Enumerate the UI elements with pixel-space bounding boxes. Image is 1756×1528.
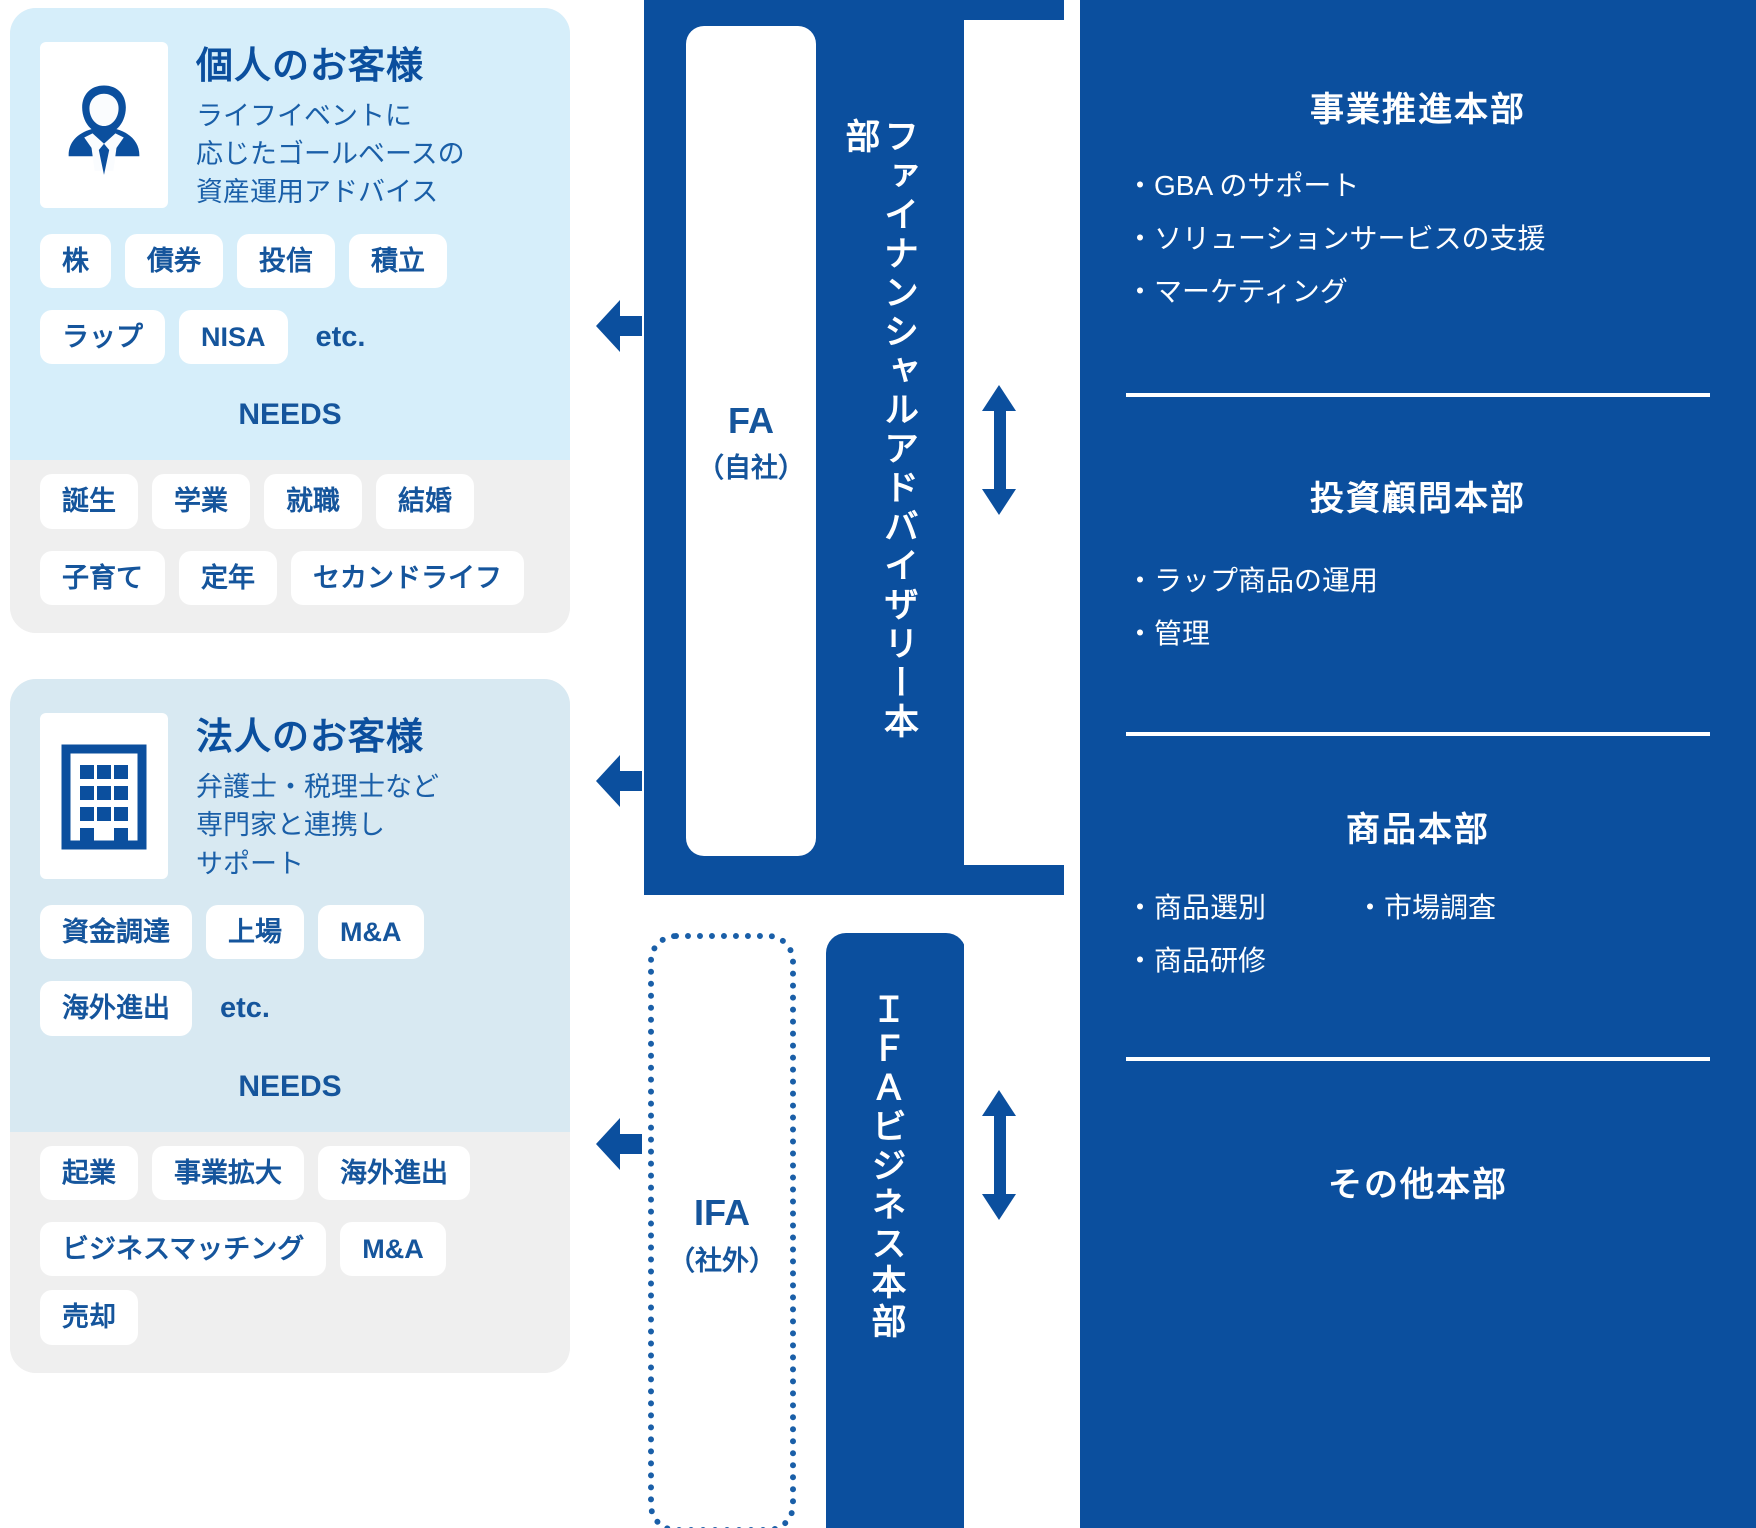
hq-section-investment-advisory: 投資顧問本部 ・ラップ商品の運用 ・管理	[1080, 397, 1756, 660]
service-tag[interactable]: 株	[40, 233, 111, 289]
needs-label: NEEDS	[238, 398, 342, 432]
customer-card-corporate: 法人のお客様 弁護士・税理士など 専門家と連携し サポート 資金調達 上場 M&…	[10, 679, 570, 1373]
etc-label: etc.	[315, 320, 366, 353]
hq-bullet: ・商品研修	[1126, 945, 1267, 977]
needs-tag[interactable]: 子育て	[40, 550, 165, 606]
hq-bullet: ・管理	[1126, 617, 1211, 649]
needs-tag[interactable]: セカンドライフ	[291, 550, 524, 606]
customer-card-header: 法人のお客様 弁護士・税理士など 専門家と連携し サポート 資金調達 上場 M&…	[10, 679, 570, 1132]
ifa-box[interactable]: IFA （社外）	[648, 933, 796, 1528]
needs-label: NEEDS	[238, 1069, 342, 1103]
fa-division-panel: FA （自社） ファイナンシャルアドバイザリー本部	[644, 0, 964, 895]
person-avatar-icon	[40, 42, 168, 208]
hq-bullet-list: ・商品選別 ・商品研修 ・市場調査	[1126, 881, 1710, 987]
service-tag-row-2: 海外進出 etc.	[40, 981, 540, 1036]
fa-connector-spine	[964, 0, 1064, 895]
hq-section-other: その他本部	[1080, 1061, 1756, 1206]
fa-sublabel: （自社）	[697, 452, 805, 483]
double-arrow-ifa-to-hq-icon	[982, 1090, 1016, 1220]
service-tag[interactable]: 積立	[349, 233, 447, 289]
customer-column: 個人のお客様 ライフイベントに 応じたゴールベースの 資産運用アドバイス 株 債…	[10, 8, 570, 1373]
needs-tag[interactable]: 定年	[179, 550, 277, 606]
service-tag[interactable]: 投信	[237, 233, 335, 289]
hq-section-business-promotion: 事業推進本部 ・GBA のサポート ・ソリューションサービスの支援 ・マーケティ…	[1080, 0, 1756, 319]
service-tag[interactable]: 上場	[206, 904, 304, 960]
hq-bullet-list: ・GBA のサポート ・ソリューションサービスの支援 ・マーケティング	[1126, 159, 1710, 319]
hq-section-products: 商品本部 ・商品選別 ・商品研修 ・市場調査	[1080, 736, 1756, 987]
needs-band: 誕生 学業 就職 結婚 子育て 定年 セカンドライフ	[10, 460, 570, 634]
hq-title: 事業推進本部	[1310, 91, 1526, 129]
ifa-connector-spine	[964, 933, 1064, 1528]
fa-label: FA	[727, 400, 774, 442]
hq-bullet-list: ・ラップ商品の運用 ・管理	[1126, 554, 1710, 660]
customer-card-description: 弁護士・税理士など 専門家と連携し サポート	[196, 771, 439, 879]
double-arrow-fa-to-hq-icon	[982, 385, 1016, 515]
customer-card-individual: 個人のお客様 ライフイベントに 応じたゴールベースの 資産運用アドバイス 株 債…	[10, 8, 570, 634]
needs-tag[interactable]: 起業	[40, 1145, 138, 1201]
needs-tag[interactable]: 学業	[152, 474, 250, 529]
service-tag[interactable]: ラップ	[40, 310, 165, 365]
needs-tag-row-1: 起業 事業拡大 海外進出	[40, 1145, 540, 1201]
customer-card-title: 法人のお客様	[196, 716, 424, 758]
needs-tag-row-2: ビジネスマッチング M&A 売却	[40, 1222, 540, 1345]
hq-bullet: ・マーケティング	[1126, 276, 1348, 308]
needs-tag-row-1: 誕生 学業 就職 結婚	[40, 474, 540, 529]
hq-bullet: ・商品選別	[1126, 891, 1267, 923]
ifa-division-panel: ＩＦＡビジネス本部	[826, 933, 966, 1528]
customer-card-description: ライフイベントに 応じたゴールベースの 資産運用アドバイス	[196, 100, 465, 208]
hq-bullet: ・ソリューションサービスの支援	[1126, 223, 1546, 255]
ifa-sublabel: （社外）	[668, 1245, 776, 1276]
fa-box[interactable]: FA （自社）	[686, 26, 816, 856]
needs-band: 起業 事業拡大 海外進出 ビジネスマッチング M&A 売却	[10, 1131, 570, 1373]
hq-title: その他本部	[1328, 1166, 1508, 1205]
hq-title: 商品本部	[1346, 810, 1490, 849]
arrow-left-to-corporate-icon	[596, 755, 642, 807]
needs-tag[interactable]: ビジネスマッチング	[40, 1222, 327, 1277]
customer-card-header: 個人のお客様 ライフイベントに 応じたゴールベースの 資産運用アドバイス 株 債…	[10, 8, 570, 461]
service-tag-row-2: ラップ NISA etc.	[40, 310, 540, 365]
needs-tag[interactable]: M&A	[340, 1222, 446, 1277]
service-tag[interactable]: 資金調達	[40, 904, 192, 960]
etc-label: etc.	[220, 991, 270, 1024]
service-tag-row-1: 資金調達 上場 M&A	[40, 904, 540, 960]
hq-title: 投資顧問本部	[1310, 479, 1526, 518]
arrow-left-to-individual-icon	[596, 300, 642, 352]
needs-tag[interactable]: 事業拡大	[152, 1145, 304, 1201]
building-icon	[40, 713, 168, 880]
hq-bullet: ・市場調査	[1356, 891, 1497, 923]
headquarters-panel: 事業推進本部 ・GBA のサポート ・ソリューションサービスの支援 ・マーケティ…	[1080, 0, 1756, 1528]
needs-tag[interactable]: 売却	[40, 1290, 138, 1345]
hq-divider	[1126, 731, 1710, 736]
hq-divider	[1126, 392, 1710, 397]
service-tag[interactable]: 債券	[125, 233, 223, 289]
needs-tag[interactable]: 誕生	[40, 474, 138, 529]
needs-tag-row-2: 子育て 定年 セカンドライフ	[40, 550, 540, 606]
needs-tag[interactable]: 就職	[264, 474, 362, 529]
customer-card-title: 個人のお客様	[196, 45, 424, 86]
service-tag[interactable]: NISA	[179, 310, 288, 365]
needs-tag[interactable]: 海外進出	[318, 1145, 470, 1201]
needs-tag[interactable]: 結婚	[376, 474, 474, 529]
hq-bullet: ・GBA のサポート	[1126, 170, 1360, 201]
hq-bullet: ・ラップ商品の運用	[1126, 564, 1379, 596]
hq-divider	[1126, 1057, 1710, 1062]
ifa-division-label: ＩＦＡビジネス本部	[866, 991, 906, 1342]
fa-division-label: ファイナンシャルアドバイザリー本部	[840, 118, 919, 742]
service-tag[interactable]: 海外進出	[40, 981, 192, 1036]
service-tag-row-1: 株 債券 投信 積立	[40, 233, 540, 289]
service-tag[interactable]: M&A	[318, 904, 424, 960]
ifa-label: IFA	[693, 1192, 750, 1234]
arrow-left-to-ifa-icon	[596, 1118, 642, 1170]
